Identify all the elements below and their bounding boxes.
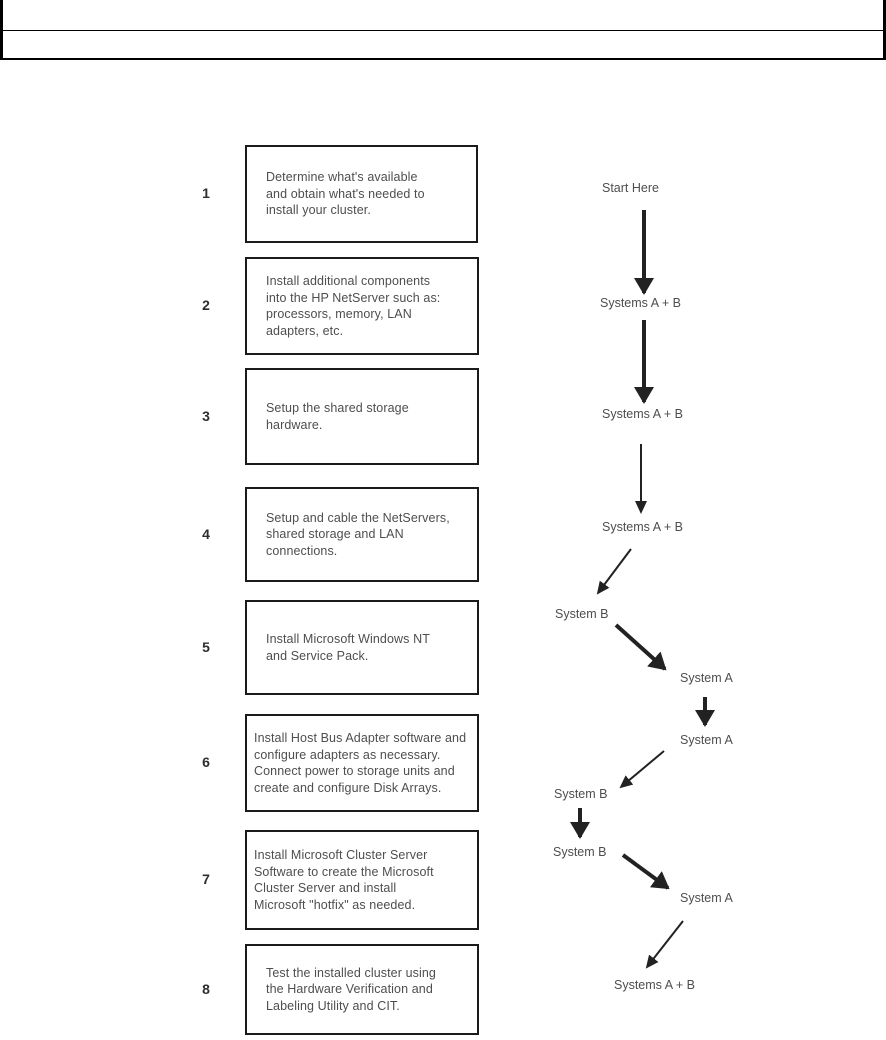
step-box: Test the installed cluster using the Har… <box>245 944 479 1035</box>
step-text: Install Microsoft Windows NT and Service… <box>266 632 430 663</box>
header-row-top <box>3 0 883 31</box>
page-header-box <box>0 0 886 60</box>
step-box: Setup the shared storage hardware. <box>245 368 479 465</box>
flow-label: Systems A + B <box>602 520 683 534</box>
flow-arrow <box>621 853 670 890</box>
step-text: Install Host Bus Adapter software and co… <box>254 731 467 795</box>
step-box: Install Host Bus Adapter software and co… <box>245 714 479 812</box>
step-box: Setup and cable the NetServers, shared s… <box>245 487 479 582</box>
step-text: Setup and cable the NetServers, shared s… <box>266 510 450 558</box>
flow-arrow <box>596 548 632 595</box>
step-number: 6 <box>202 754 210 770</box>
flow-label: Systems A + B <box>614 978 695 992</box>
step-number: 8 <box>202 980 210 997</box>
step-text: Setup the shared storage hardware. <box>266 401 409 432</box>
flow-label: Systems A + B <box>602 407 683 421</box>
step-number: 5 <box>202 638 210 655</box>
step-text: Install Microsoft Cluster Server Softwar… <box>254 848 434 912</box>
step-text: Install additional components into the H… <box>266 274 441 338</box>
flow-arrow <box>614 623 667 671</box>
flow-label: Start Here <box>602 181 659 195</box>
step-number: 3 <box>202 407 210 424</box>
step-box: Install additional components into the H… <box>245 257 479 355</box>
step-box: Install Microsoft Cluster Server Softwar… <box>245 830 479 930</box>
step-box: Install Microsoft Windows NT and Service… <box>245 600 479 695</box>
flow-arrow <box>645 920 684 969</box>
step-box: Determine what's available and obtain wh… <box>245 145 478 243</box>
flow-arrow <box>619 750 665 789</box>
flow-label: System A <box>680 671 733 685</box>
step-text: Determine what's available and obtain wh… <box>266 170 425 218</box>
flow-label: System B <box>555 607 609 621</box>
step-text: Test the installed cluster using the Har… <box>266 965 436 1013</box>
flow-label: System A <box>680 891 733 905</box>
flow-label: System A <box>680 733 733 747</box>
flow-label: System B <box>554 787 608 801</box>
step-number: 4 <box>202 525 210 542</box>
step-number: 1 <box>202 185 210 201</box>
step-number: 2 <box>202 297 210 313</box>
header-row-bottom <box>3 31 883 58</box>
flow-label: Systems A + B <box>600 296 681 310</box>
flow-label: System B <box>553 845 607 859</box>
step-number: 7 <box>202 871 210 887</box>
